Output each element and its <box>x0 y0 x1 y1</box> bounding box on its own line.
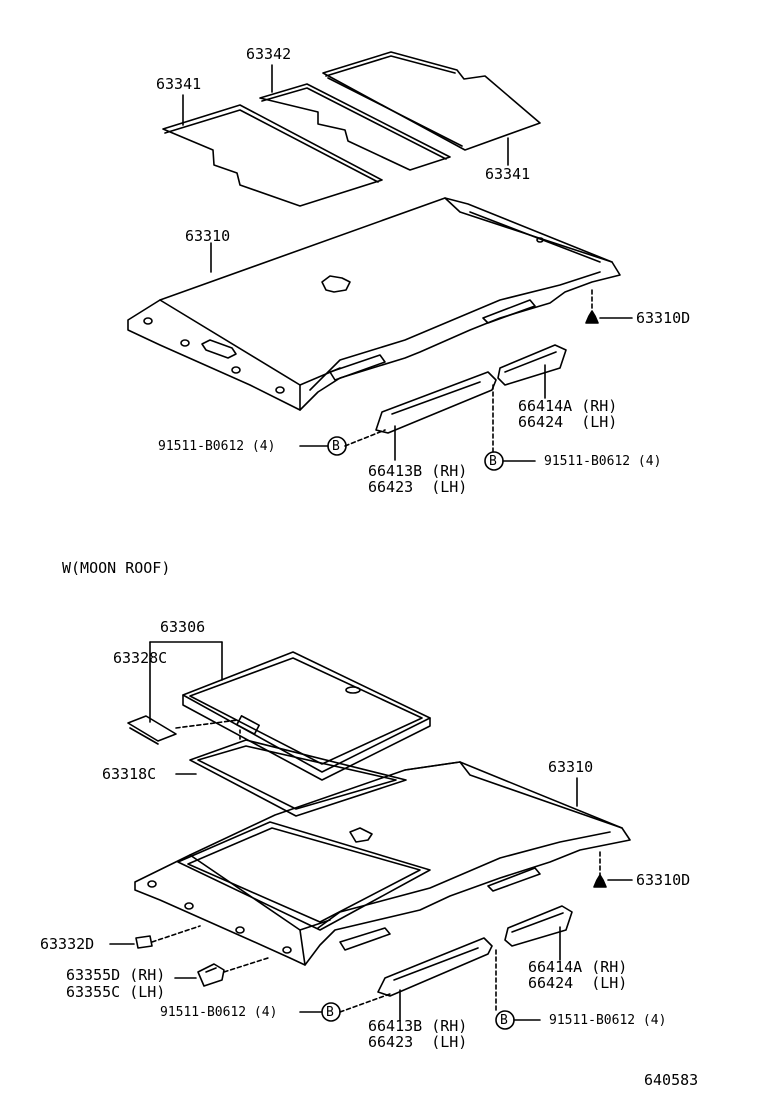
silencer-pad-middle <box>260 84 450 170</box>
clip-icon-lower <box>594 875 606 887</box>
bracket-part <box>128 716 176 744</box>
silencer-pad-left <box>163 105 382 206</box>
assist-rail-front <box>498 345 566 385</box>
bolt-letter-right: B <box>489 454 497 469</box>
bolt-symbol-right-lower <box>496 1011 514 1029</box>
label-66414a-lower: 66414A (RH) <box>528 958 628 976</box>
label-63310-lower: 63310 <box>548 758 594 776</box>
section-title: W(MOON ROOF) <box>62 559 171 577</box>
weatherstrip <box>190 730 406 816</box>
label-63328c: 63328C <box>113 649 168 667</box>
label-63341-left: 63341 <box>156 75 202 93</box>
silencer-pad-right <box>323 52 540 150</box>
label-66423-lower: 66423 (LH) <box>368 1033 468 1051</box>
label-63332d: 63332D <box>40 935 95 953</box>
holder-part <box>198 964 224 986</box>
clip-icon <box>586 311 598 323</box>
label-63306: 63306 <box>160 618 206 636</box>
headlining-moonroof <box>135 762 630 965</box>
assist-rail-front-lower <box>505 906 572 946</box>
bolt-letter-left-lower: B <box>326 1005 334 1020</box>
label-66413b: 66413B (RH) <box>368 462 468 480</box>
headlining <box>128 198 620 410</box>
figure-number: 640583 <box>644 1071 699 1089</box>
label-bolt-left: 91511-B0612 (4) <box>158 439 276 454</box>
assist-rail-rear <box>376 372 496 433</box>
bolt-letter-left: B <box>332 439 340 454</box>
cap-part <box>136 936 152 948</box>
assist-rail-rear-lower <box>378 938 492 996</box>
label-63318c: 63318C <box>102 765 157 783</box>
label-66424: 66424 (LH) <box>518 413 618 431</box>
bolt-letter-right-lower: B <box>500 1013 508 1028</box>
label-63341-right: 63341 <box>485 165 531 183</box>
label-66423: 66423 (LH) <box>368 478 468 496</box>
label-bolt-right: 91511-B0612 (4) <box>544 454 662 469</box>
label-63310d-lower: 63310D <box>636 871 691 889</box>
label-63355c: 63355C (LH) <box>66 983 166 1001</box>
label-66414a: 66414A (RH) <box>518 397 618 415</box>
bolt-symbol-left-lower <box>322 1003 340 1021</box>
bolt-symbol-right <box>485 452 503 470</box>
bolt-symbol-left <box>328 437 346 455</box>
label-bolt-left-lower: 91511-B0612 (4) <box>160 1005 278 1020</box>
sunshade <box>183 652 430 780</box>
label-63355d: 63355D (RH) <box>66 966 166 984</box>
label-66413b-lower: 66413B (RH) <box>368 1017 468 1035</box>
label-63342: 63342 <box>246 45 292 63</box>
label-63310d: 63310D <box>636 309 691 327</box>
label-66424-lower: 66424 (LH) <box>528 974 628 992</box>
label-bolt-right-lower: 91511-B0612 (4) <box>549 1013 667 1028</box>
label-63310: 63310 <box>185 227 231 245</box>
